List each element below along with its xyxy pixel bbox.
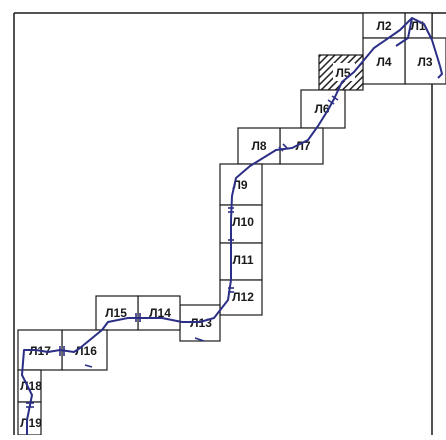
cell-label: Л7 bbox=[295, 139, 310, 153]
cell-l2: Л2 bbox=[362, 12, 406, 39]
cell-label: Л16 bbox=[75, 344, 97, 358]
route-hook bbox=[395, 17, 413, 47]
cell-label: Л5 bbox=[335, 66, 350, 80]
cell-l7: Л7 bbox=[279, 127, 324, 165]
cell-l15: Л15 bbox=[95, 295, 139, 331]
cell-l16: Л16 bbox=[61, 329, 108, 371]
cell-l12: Л12 bbox=[219, 279, 263, 316]
cell-label: Л11 bbox=[232, 253, 253, 267]
route-tail bbox=[437, 65, 444, 79]
cell-label: Л2 bbox=[376, 19, 391, 33]
cell-label: Л3 bbox=[417, 55, 432, 69]
cell-label: Л8 bbox=[251, 139, 266, 153]
cell-label: Л9 bbox=[232, 178, 247, 192]
cell-l14: Л14 bbox=[137, 295, 181, 331]
route-crossing-marks bbox=[26, 95, 339, 408]
cell-label: Л18 bbox=[20, 379, 42, 393]
cell-label: Л15 bbox=[105, 306, 127, 320]
cell-l8: Л8 bbox=[237, 127, 281, 165]
cell-l9: Л9 bbox=[219, 163, 263, 206]
route-line bbox=[21, 17, 441, 435]
cell-l6: Л6 bbox=[300, 89, 346, 129]
cell-label: Л14 bbox=[149, 306, 171, 320]
cell-l10: Л10 bbox=[219, 204, 263, 244]
cell-label: Л12 bbox=[232, 290, 254, 304]
cell-label: Л4 bbox=[376, 55, 391, 69]
cell-label: Л19 bbox=[20, 416, 42, 430]
cell-l19: Л19 bbox=[17, 401, 42, 436]
cell-label: Л10 bbox=[232, 215, 254, 229]
cell-l11: Л11 bbox=[219, 242, 263, 281]
